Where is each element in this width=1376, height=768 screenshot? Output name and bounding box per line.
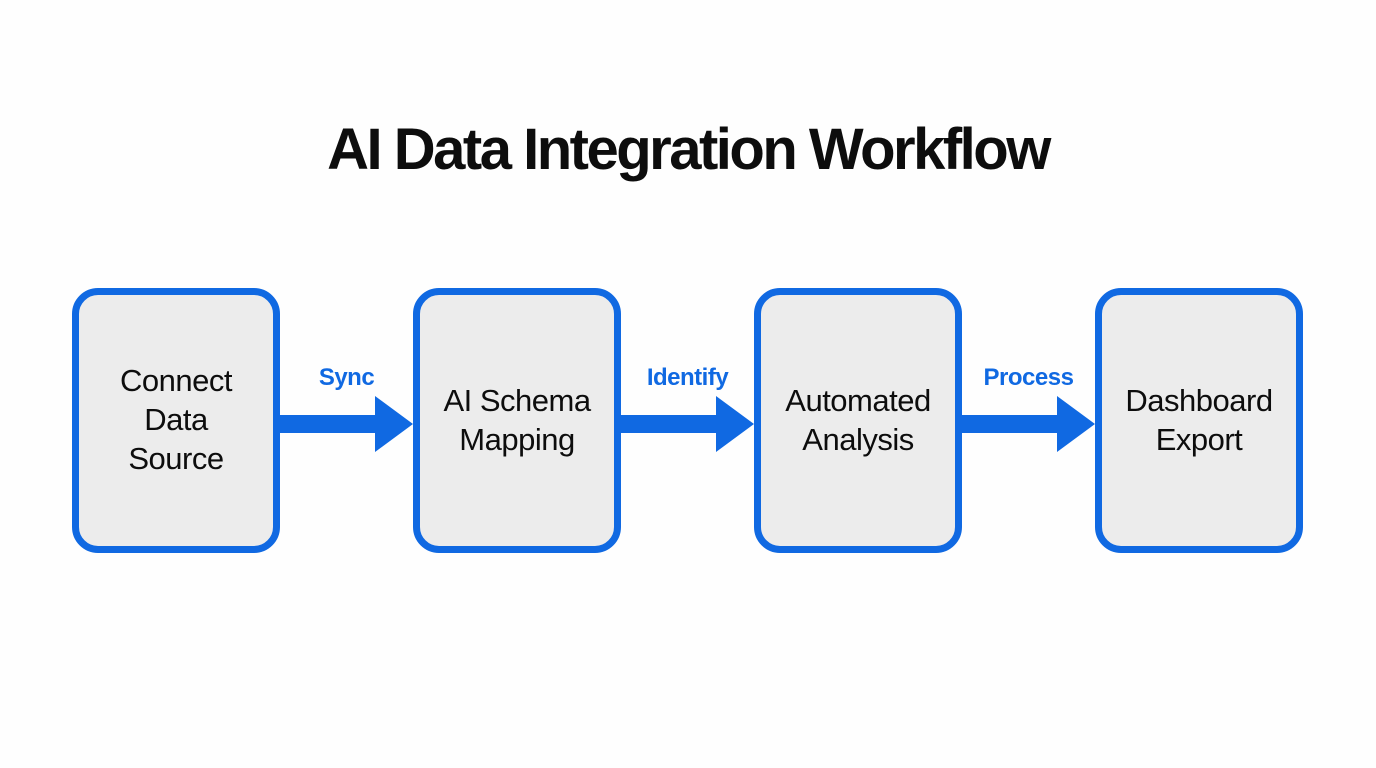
step-node-automated-analysis: Automated Analysis <box>754 288 962 553</box>
step-label: Automated Analysis <box>785 382 931 457</box>
step-label: AI Schema Mapping <box>443 382 591 457</box>
connector-label: Process <box>983 364 1074 391</box>
right-arrow-icon <box>962 396 1095 452</box>
connector-label: Identify <box>646 364 729 391</box>
step-node-dashboard-export: Dashboard Export <box>1095 288 1303 553</box>
connector-sync: Sync <box>280 288 413 553</box>
step-label: Dashboard Export <box>1125 382 1273 457</box>
step-node-ai-schema-mapping: AI Schema Mapping <box>413 288 621 553</box>
step-node-connect-data-source: Connect Data Source <box>72 288 280 553</box>
right-arrow-icon <box>280 396 413 452</box>
connector-identify: Identify <box>621 288 754 553</box>
connector-process: Process <box>962 288 1095 553</box>
step-label: Connect Data Source <box>120 363 232 476</box>
workflow-row: Connect Data Source Sync AI Schema Mappi… <box>72 288 1303 553</box>
diagram-title: AI Data Integration Workflow <box>327 117 1051 182</box>
right-arrow-icon <box>621 396 754 452</box>
connector-label: Sync <box>318 364 375 391</box>
